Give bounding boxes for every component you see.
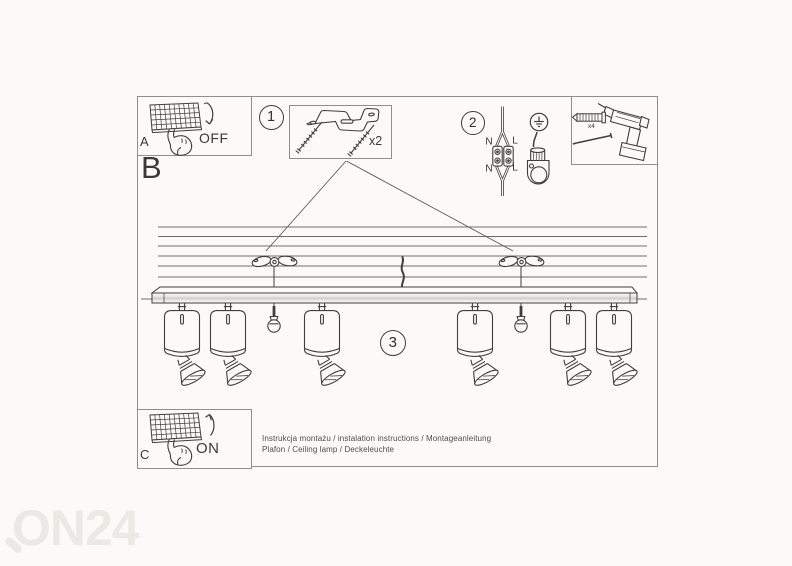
- step1-number: 1: [258, 104, 284, 130]
- bracket-quantity-label: x2: [369, 134, 383, 148]
- fixing-screw-icon: [267, 305, 281, 333]
- spotlight-icon: [456, 302, 501, 389]
- spotlight-icon: [303, 302, 348, 389]
- footer-instructions-line: Instrukcja montażu / instalation instruc…: [262, 434, 492, 443]
- rail: [150, 286, 639, 304]
- step2-number: 2: [461, 111, 485, 135]
- step1-number-text: 1: [266, 109, 276, 125]
- wiring-diagram: [492, 106, 550, 196]
- panel-a-label: A: [140, 134, 149, 149]
- earth-wire: [532, 131, 538, 148]
- power-cable: [400, 256, 405, 291]
- terminal-l-bottom-label: L: [512, 162, 518, 174]
- step3-number-text: 3: [388, 334, 397, 352]
- switch-panel-icon: [149, 412, 203, 466]
- tools-box: [571, 96, 658, 165]
- drill-icon: [597, 103, 650, 162]
- ceiling-bracket-icon: [497, 254, 546, 269]
- cable-clamp-icon: [526, 147, 550, 185]
- spotlight-icon: [163, 302, 208, 389]
- step3-number: 3: [379, 329, 406, 356]
- fixing-screw-icon: [514, 305, 528, 333]
- arrow-down-icon: [203, 102, 214, 125]
- on24-watermark: ON24: [12, 500, 140, 556]
- long-screw-icon: [572, 132, 613, 145]
- step1-pointer-lines: [265, 160, 514, 252]
- panel-c-label: C: [140, 447, 150, 462]
- panel-b-label: B: [141, 150, 162, 185]
- arrow-up-icon: [205, 413, 215, 437]
- mounting-bracket-icon: [306, 107, 380, 132]
- spotlight-icon: [549, 302, 594, 389]
- spotlight-icon: [595, 302, 640, 389]
- ceiling-bracket-icon: [250, 254, 299, 269]
- terminal-n-top-label: N: [485, 136, 493, 148]
- switch-panel-icon: [149, 102, 203, 156]
- screw-icon: [295, 121, 323, 154]
- footer-product-line: Plafon / Ceiling lamp / Deckeleuchte: [262, 445, 395, 454]
- spotlight-icon: [209, 302, 254, 389]
- main-drawing-frame: [137, 96, 658, 467]
- step1-parts-box: [289, 105, 392, 159]
- step2-number-text: 2: [468, 115, 477, 131]
- terminal-block-icon: [492, 145, 514, 167]
- switch-off-label: OFF: [199, 130, 229, 146]
- dowel-quantity-label: x4: [588, 122, 595, 130]
- terminal-l-top-label: L: [512, 135, 518, 147]
- earth-symbol-icon: [529, 112, 549, 132]
- switch-on-label: ON: [196, 440, 220, 457]
- terminal-n-bottom-label: N: [485, 163, 493, 175]
- wall-plug-icon: [571, 111, 606, 124]
